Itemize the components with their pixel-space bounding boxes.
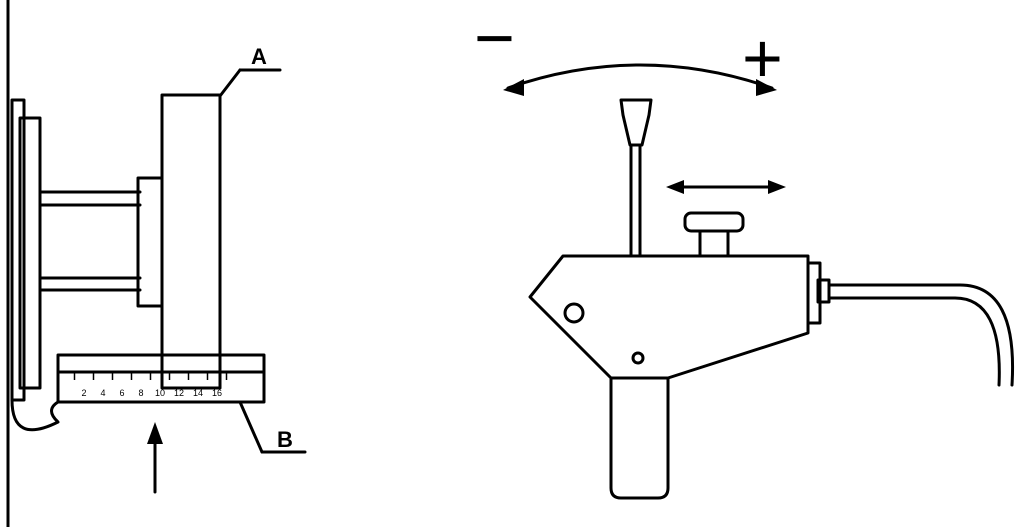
pointer-arrow-head bbox=[147, 422, 163, 444]
pivot-hole-small bbox=[631, 351, 645, 365]
scale-tick-label: 12 bbox=[174, 388, 184, 398]
minus-symbol: − bbox=[474, 0, 515, 77]
tool-endcap bbox=[806, 261, 822, 325]
rotation-arrowhead-left bbox=[503, 79, 524, 96]
scale-tick-label: 16 bbox=[212, 388, 222, 398]
scale-tick-label: 8 bbox=[138, 388, 143, 398]
tool-body bbox=[528, 254, 810, 380]
plate-a bbox=[160, 93, 222, 390]
scale-tick-group: 2 4 6 8 10 12 14 16 bbox=[73, 372, 228, 398]
slide-arrowhead-left bbox=[666, 180, 684, 194]
rotation-arrowhead-right bbox=[756, 79, 777, 96]
leader-b-diagonal bbox=[238, 400, 264, 454]
leader-a-diagonal bbox=[218, 68, 242, 98]
scale-bar-b bbox=[56, 370, 266, 404]
cable-inner bbox=[827, 296, 1001, 387]
tool-grip bbox=[609, 376, 670, 500]
scale-tick-label: 6 bbox=[119, 388, 124, 398]
lower-bracket-curve bbox=[10, 398, 60, 432]
scale-tick-label: 2 bbox=[81, 388, 86, 398]
scale-tick-label: 4 bbox=[100, 388, 105, 398]
cable-outer bbox=[827, 283, 1015, 387]
label-b: B bbox=[277, 427, 293, 452]
scale-tick-label: 14 bbox=[193, 388, 203, 398]
cable-nut bbox=[816, 278, 831, 304]
pivot-hole-large bbox=[563, 302, 585, 324]
scale-tick-label: 10 bbox=[155, 388, 165, 398]
slide-arrowhead-right bbox=[768, 180, 786, 194]
lever-handle-knob bbox=[619, 98, 653, 147]
clamp-knob-stem bbox=[698, 229, 730, 258]
label-a: A bbox=[251, 44, 267, 69]
clamp-knob-cap bbox=[683, 211, 745, 233]
rotation-arc bbox=[506, 63, 774, 90]
mounting-bracket bbox=[18, 116, 42, 390]
hub-block bbox=[136, 176, 164, 308]
back-plate bbox=[10, 98, 26, 402]
